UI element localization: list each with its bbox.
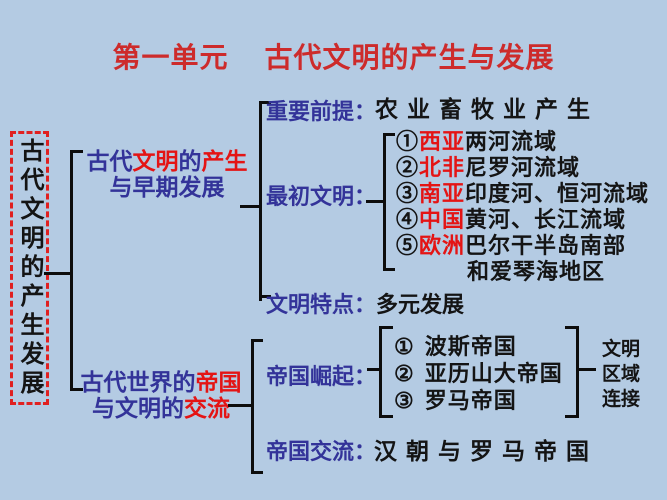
item-region: 南亚: [419, 181, 466, 206]
branch2-title-seg: 古代世界的: [80, 369, 196, 395]
item-detail: 两河流域: [465, 129, 558, 154]
civ-list-item-continuation: 和爱琴海地区: [467, 259, 606, 284]
branch1-title-line2: 与早期发展: [109, 174, 225, 200]
branch1-bracket-tick-bottom: [259, 295, 271, 298]
item-detail: 尼罗河流域: [465, 155, 581, 180]
civilizations-label: 最初文明：: [266, 184, 377, 209]
branch1-title: 古代文明的产生 与早期发展: [78, 148, 256, 200]
note-line: 区域: [602, 364, 641, 385]
item-region: 中国: [419, 207, 466, 232]
civ-list-item: ④中国黄河、长江流域: [396, 207, 649, 233]
branch2-bracket-tick-top: [251, 339, 263, 342]
civ-list-item: ⑤欧洲巴尔干半岛南部: [396, 233, 649, 259]
item-detail: 巴尔干半岛南部: [465, 233, 627, 258]
branch2-title-line2: 与文明的交流: [72, 395, 250, 421]
note-line: 文明: [602, 339, 641, 360]
empire-list-item: ② 亚历山大帝国: [394, 360, 563, 387]
page-title-unit: 第一单元: [112, 42, 229, 73]
item-number: ④: [396, 207, 420, 232]
branch2-title-keyword: 交流: [184, 395, 230, 421]
outer-bracket-line: [70, 150, 73, 391]
civ-list-item: ③南亚印度河、恒河流域: [396, 181, 649, 207]
branch2-title: 古代世界的帝国 与文明的交流: [72, 369, 250, 421]
item-number: ②: [394, 361, 415, 386]
item-number: ②: [396, 155, 420, 180]
branch1-title-keyword: 产生: [201, 148, 248, 174]
note-line: 连接: [602, 389, 641, 410]
item-number: ③: [394, 388, 415, 413]
premise-value: 农业畜牧业产生: [375, 96, 599, 122]
outer-bracket-tick-top: [70, 150, 83, 153]
connector-line: [366, 200, 384, 203]
branch1-title-line1: 古代文明的产生: [78, 148, 256, 174]
page-title: 第一单元 古代文明的产生与发展: [0, 36, 667, 76]
root-topic-box: 古代文明的产生发展: [10, 131, 49, 405]
civ-list-item: ②北非尼罗河流域: [396, 155, 649, 181]
empire-bracket-right-line: [576, 326, 579, 418]
empire-name: 罗马帝国: [424, 388, 517, 413]
branch1-bracket-line: [259, 101, 262, 301]
branch1-bracket-tick-top: [259, 101, 271, 104]
connector-line: [579, 368, 596, 371]
empire-list-item: ③ 罗马帝国: [394, 387, 563, 414]
branch2-bracket-tick-bottom: [251, 471, 263, 474]
feature-value: 多元发展: [376, 292, 465, 317]
branch1-title-keyword: 文明: [132, 148, 179, 174]
item-number: ⑤: [396, 233, 420, 258]
item-region: 欧洲: [419, 233, 466, 258]
empire-name: 波斯帝国: [424, 334, 517, 359]
connector-line: [228, 404, 252, 407]
civ-list-item: ①西亚两河流域: [396, 129, 649, 155]
civ-bracket-tick-top: [383, 133, 395, 136]
branch2-title-keyword: 帝国: [195, 369, 242, 395]
civilizations-list: ①西亚两河流域 ②北非尼罗河流域 ③南亚印度河、恒河流域 ④中国黄河、长江流域 …: [396, 129, 649, 285]
item-region: 北非: [419, 155, 466, 180]
empire-exchange-value: 汉朝与罗马帝国: [374, 438, 598, 464]
empire-exchange-label: 帝国交流：: [266, 439, 377, 464]
empire-bracket-right-tick-top: [565, 326, 579, 329]
branch1-title-seg: 的: [178, 148, 202, 174]
empire-bracket-left-line: [379, 326, 382, 418]
connector-line: [240, 205, 260, 208]
empire-list-item: ① 波斯帝国: [394, 333, 563, 360]
premise-label: 重要前提：: [266, 99, 377, 124]
civilization-link-note: 文明 区域 连接: [602, 337, 640, 412]
page-title-text: 古代文明的产生与发展: [264, 42, 555, 73]
empire-rise-label: 帝国崛起：: [266, 364, 377, 389]
item-detail: 黄河、长江流域: [465, 207, 627, 232]
item-number: ①: [394, 334, 415, 359]
item-number: ③: [396, 181, 420, 206]
branch2-title-seg: 与文明的: [92, 395, 184, 421]
branch2-bracket-line: [251, 339, 254, 474]
empire-bracket-left-tick-top: [379, 326, 393, 329]
empire-bracket-left-tick-bottom: [379, 415, 393, 418]
civ-bracket-tick-bottom: [383, 268, 395, 271]
empire-name: 亚历山大帝国: [424, 361, 563, 386]
empires-list: ① 波斯帝国 ② 亚历山大帝国 ③ 罗马帝国: [394, 333, 563, 414]
connector-line: [44, 272, 71, 275]
item-region: 西亚: [419, 129, 466, 154]
outer-bracket-tick-bottom: [70, 388, 83, 391]
branch2-title-line1: 古代世界的帝国: [72, 369, 250, 395]
civ-bracket-line: [383, 133, 386, 271]
item-detail: 印度河、恒河流域: [465, 181, 650, 206]
feature-label: 文明特点：: [266, 292, 377, 317]
empire-bracket-right-tick-bottom: [565, 415, 579, 418]
branch1-title-seg: 古代: [86, 148, 133, 174]
root-topic-text: 古代文明的产生发展: [16, 137, 43, 399]
item-number: ①: [396, 129, 420, 154]
connector-line: [367, 368, 380, 371]
